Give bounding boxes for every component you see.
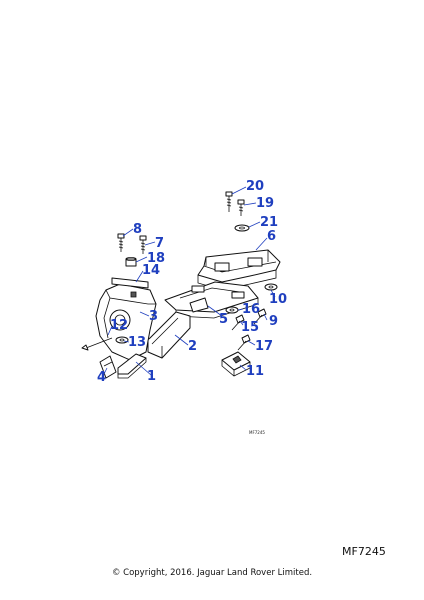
- callout-9: 9: [269, 314, 278, 329]
- part-19-bolt: [237, 199, 245, 216]
- part-5-lower-bracket: [164, 281, 259, 319]
- part-11-clip-nut: [221, 351, 251, 377]
- callout-15: 15: [241, 320, 259, 335]
- part-3-shroud: [95, 283, 157, 361]
- part-4-clip: [99, 355, 117, 379]
- figure-ref-small: MF7245: [249, 430, 265, 435]
- part-21-washer: [234, 224, 250, 232]
- callout-21: 21: [260, 215, 278, 230]
- callout-6: 6: [267, 229, 276, 244]
- part-7-bolt: [139, 235, 147, 254]
- callout-5: 5: [219, 312, 228, 327]
- callout-13: 13: [128, 335, 146, 350]
- callout-19: 19: [256, 196, 274, 211]
- callout-17: 17: [255, 339, 273, 354]
- callout-18: 18: [147, 251, 165, 266]
- copyright-notice: © Copyright, 2016. Jaguar Land Rover Lim…: [111, 568, 313, 578]
- callout-1: 1: [147, 369, 156, 384]
- callout-16: 16: [242, 302, 260, 317]
- part-10-washer: [264, 283, 278, 291]
- part-8-bolt: [117, 233, 125, 252]
- leader-lines: [103, 186, 276, 376]
- part-17-screw: [237, 334, 251, 351]
- callout-4: 4: [97, 370, 106, 385]
- part-1-lower-bracket: [117, 353, 147, 379]
- part-12-long-screw: [81, 337, 113, 351]
- callout-3: 3: [149, 309, 158, 324]
- callout-20: 20: [246, 179, 264, 194]
- callout-labels: 1 2 3 4 5 6 7 8 9 10 11 12 13 14 15 16 1…: [97, 179, 287, 385]
- callout-7: 7: [155, 236, 164, 251]
- callout-14: 14: [142, 263, 160, 278]
- part-20-bolt: [225, 191, 233, 212]
- part-14-cover-plate: [111, 277, 149, 289]
- callout-12: 12: [110, 318, 128, 333]
- callout-11: 11: [246, 364, 264, 379]
- part-15-screw: [231, 314, 245, 331]
- part-9-screw: [253, 308, 267, 325]
- figure-reference: MF7245: [342, 545, 386, 558]
- callout-8: 8: [133, 222, 142, 237]
- part-2-channel-bracket: [147, 311, 191, 359]
- part-16-washer: [225, 306, 239, 314]
- part-13-washer: [115, 336, 129, 344]
- callout-10: 10: [269, 292, 287, 307]
- part-6-upper-bracket: [197, 249, 281, 291]
- callout-2: 2: [188, 339, 197, 354]
- part-18-nut: [125, 256, 137, 267]
